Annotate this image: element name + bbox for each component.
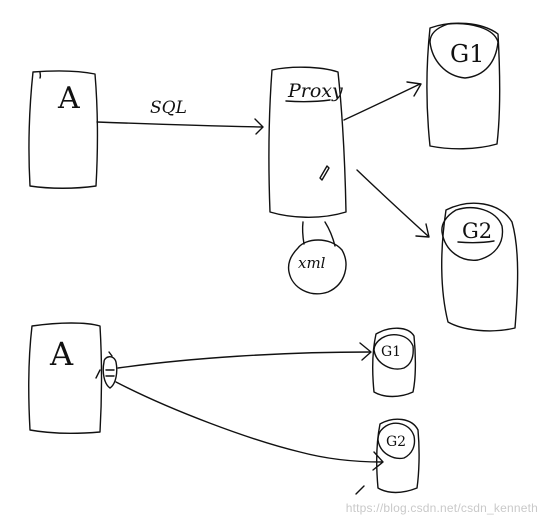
- watermark-text: https://blog.csdn.net/csdn_kenneth: [345, 501, 538, 515]
- top-group1-body: [426, 22, 501, 150]
- proxy-node: Proxy: [268, 66, 347, 218]
- embedded-proxy-icon: [95, 351, 118, 389]
- bottom-group1-node: G1: [371, 327, 417, 398]
- proxy-to-g2-edge: [356, 169, 430, 238]
- bottom-client-label: A: [49, 335, 74, 373]
- bottom-to-g1-edge: [117, 342, 372, 369]
- bottom-group1-body: [371, 327, 417, 398]
- top-client-label: A: [57, 81, 80, 116]
- bottom-client-box: [28, 322, 103, 435]
- top-group1-node: G1: [426, 22, 501, 150]
- top-group1-cap: [429, 22, 499, 79]
- top-group1-label: G1: [450, 40, 484, 68]
- bottom-group2-body: [375, 418, 420, 494]
- proxy-box: [268, 66, 347, 218]
- top-client-box: [28, 70, 99, 189]
- top-group2-node: G2: [441, 202, 519, 332]
- xml-label: xml: [298, 254, 326, 272]
- xml-circle: [287, 239, 347, 295]
- top-group2-label: G2: [462, 219, 492, 243]
- bottom-group2-cap: [377, 422, 416, 460]
- sql-edge-label: SQL: [150, 98, 187, 118]
- bottom-group2-label: G2: [386, 434, 406, 450]
- top-group2-cap: [441, 207, 504, 261]
- proxy-to-g1-edge: [343, 81, 422, 121]
- bottom-client-node: A: [28, 322, 103, 435]
- top-client-node: A: [28, 70, 99, 189]
- bottom-group1-label: G1: [381, 344, 401, 360]
- top-sql-edge: SQL: [96, 98, 264, 135]
- bottom-group1-cap: [373, 334, 414, 370]
- xml-config-node: xml: [287, 221, 347, 295]
- bottom-group2-node: G2: [375, 418, 420, 494]
- sql-arrow-line: [96, 121, 263, 128]
- top-group2-body: [441, 202, 519, 332]
- sql-arrow-head: [254, 118, 264, 135]
- bottom-to-g2-edge: [115, 381, 384, 495]
- proxy-label: Proxy: [287, 80, 343, 102]
- pencil-mark: [319, 165, 330, 181]
- xml-connector: [301, 221, 305, 245]
